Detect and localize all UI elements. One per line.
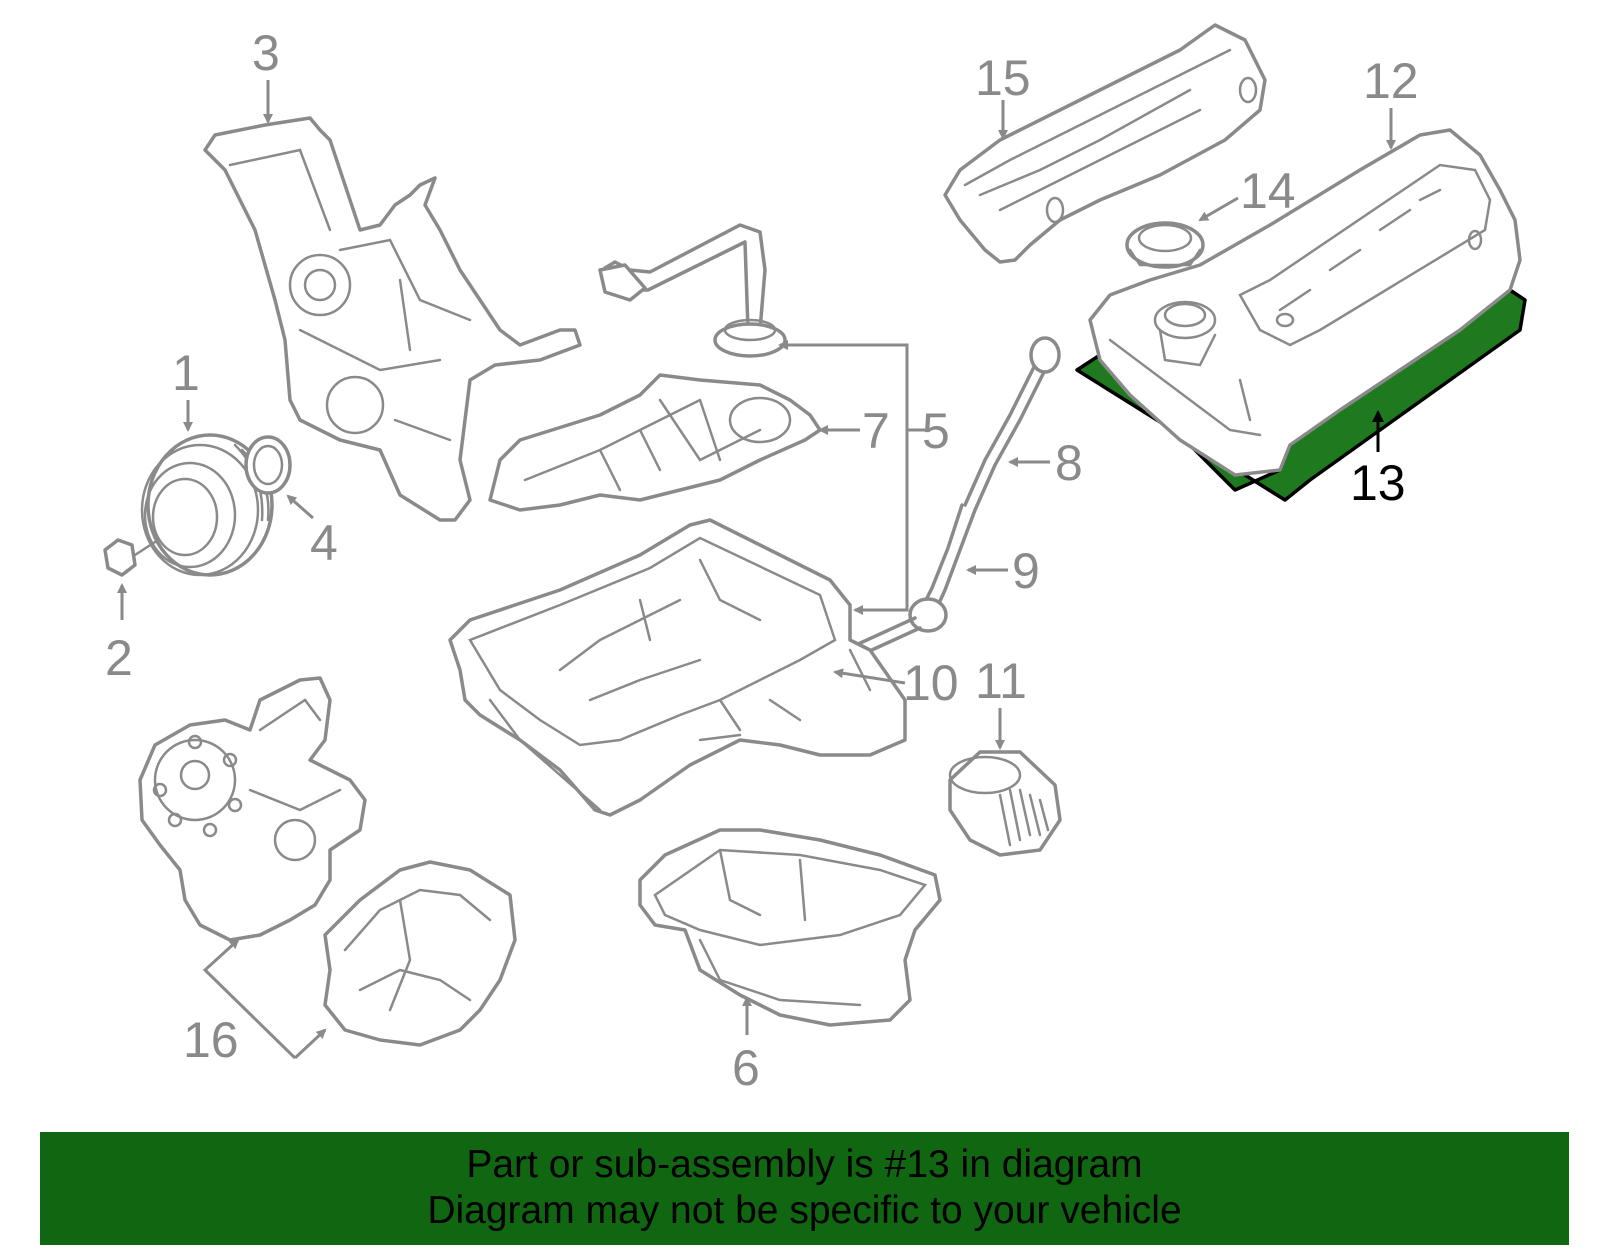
part-11-oil-filter[interactable] [948, 750, 1062, 857]
callout-8: 8 [1008, 435, 1083, 491]
banner-line-2: Diagram may not be specific to your vehi… [427, 1189, 1182, 1232]
oil-pan-upper[interactable] [448, 518, 907, 817]
svg-text:3: 3 [252, 25, 280, 81]
part-7-baffle-plate[interactable] [488, 373, 822, 512]
svg-text:5: 5 [922, 403, 950, 459]
part-9-dipstick-tube[interactable] [843, 503, 977, 662]
part-info-banner: Part or sub-assembly is #13 in diagram D… [40, 1132, 1569, 1245]
callout-15: 15 [975, 50, 1031, 140]
callout-14: 14 [1198, 163, 1296, 222]
svg-text:12: 12 [1363, 53, 1419, 109]
svg-text:14: 14 [1240, 163, 1296, 219]
svg-text:1: 1 [172, 345, 200, 401]
part-14-oil-cap[interactable] [1125, 221, 1205, 269]
part-16-oil-pump[interactable] [138, 676, 517, 1047]
callout-10: 10 [833, 655, 959, 711]
svg-text:4: 4 [310, 515, 338, 571]
callout-2: 2 [105, 583, 133, 686]
svg-text:6: 6 [732, 1040, 760, 1096]
callout-7: 7 [818, 403, 890, 459]
part-2-bolt[interactable] [103, 538, 157, 577]
callout-13: 13 [1350, 410, 1406, 511]
part-1-crank-pulley[interactable] [140, 433, 274, 577]
svg-text:10: 10 [903, 655, 959, 711]
svg-text:7: 7 [862, 403, 890, 459]
part-12-valve-cover[interactable] [1088, 128, 1522, 477]
banner-line-1: Part or sub-assembly is #13 in diagram [466, 1143, 1143, 1186]
callout-12: 12 [1363, 53, 1419, 150]
svg-text:8: 8 [1055, 435, 1083, 491]
callout-3: 3 [252, 25, 280, 124]
part-4-seal[interactable] [244, 435, 292, 495]
svg-text:15: 15 [975, 50, 1031, 106]
callout-6: 6 [732, 996, 760, 1096]
callout-9: 9 [966, 543, 1040, 599]
svg-text:11: 11 [975, 653, 1027, 709]
part-15-engine-cover[interactable] [943, 23, 1267, 264]
part-3-timing-cover[interactable] [203, 116, 582, 522]
svg-text:9: 9 [1012, 543, 1040, 599]
part-8-dipstick[interactable] [963, 336, 1061, 512]
part-6-lower-oil-pan[interactable] [638, 828, 942, 1027]
part-5-oil-pickup[interactable] [598, 223, 787, 358]
callout-4: 4 [286, 494, 338, 571]
callout-11: 11 [975, 653, 1027, 750]
svg-text:13: 13 [1350, 455, 1406, 511]
svg-text:16: 16 [183, 1012, 239, 1068]
callout-1: 1 [172, 345, 200, 432]
callout-16: 16 [183, 938, 327, 1068]
svg-text:2: 2 [105, 630, 133, 686]
callout-5: 5 [778, 340, 950, 615]
